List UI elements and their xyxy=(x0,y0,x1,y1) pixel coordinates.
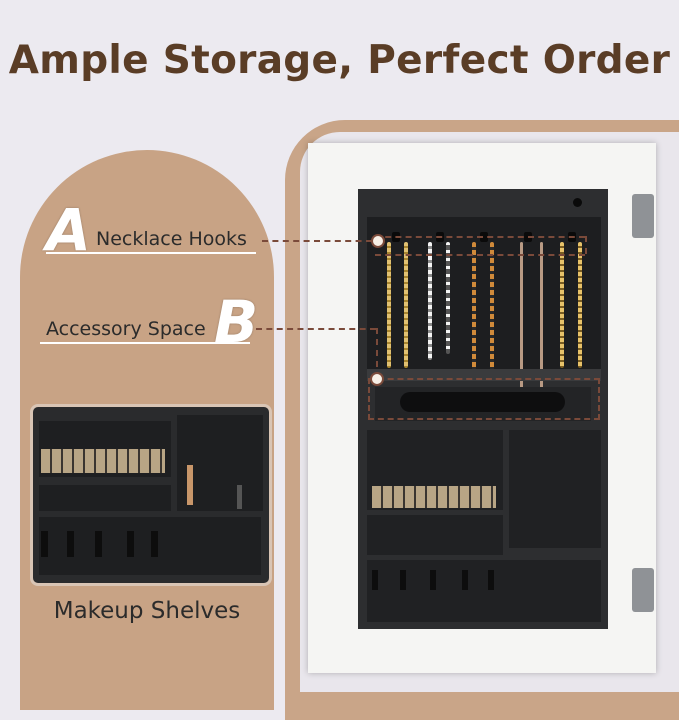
callout-a-label: Necklace Hooks xyxy=(96,228,247,250)
inset-caption: Makeup Shelves xyxy=(53,598,241,624)
necklace xyxy=(472,242,476,370)
necklace xyxy=(578,242,582,368)
callout-a-frame-bottom xyxy=(375,254,585,256)
inset-pencil xyxy=(237,485,242,509)
callout-a-frame-side xyxy=(585,236,587,254)
top-hinge-icon xyxy=(632,194,654,238)
inset-lipstick xyxy=(151,531,158,557)
inset-lipstick xyxy=(67,531,74,557)
callout-b-label: Accessory Space xyxy=(46,318,206,340)
callout-b-dot xyxy=(370,372,384,386)
lock-icon xyxy=(573,198,582,207)
necklace xyxy=(540,242,543,392)
necklace xyxy=(490,242,494,370)
necklace xyxy=(387,242,391,368)
makeup-shelf xyxy=(367,515,503,555)
accessory-slot xyxy=(400,392,565,412)
bottom-hinge-icon xyxy=(632,568,654,612)
inset-shelf xyxy=(39,517,261,575)
callout-a-leader xyxy=(262,240,372,242)
necklace xyxy=(520,242,523,392)
inset-eyeshadow-palette xyxy=(41,449,165,473)
makeup-shelves-inset xyxy=(30,404,272,586)
lipstick xyxy=(462,570,468,590)
inset-shelf xyxy=(39,485,171,511)
callout-b-leader-vertical xyxy=(376,328,378,378)
callout-b-underline xyxy=(40,342,250,344)
inset-lipstick xyxy=(41,531,48,557)
callout-a-frame xyxy=(375,236,585,256)
callout-a-underline xyxy=(46,252,256,254)
necklace xyxy=(428,242,432,360)
callout-b-letter: B xyxy=(214,288,259,356)
inset-lipstick xyxy=(127,531,134,557)
necklace xyxy=(404,242,408,368)
necklace xyxy=(446,242,450,354)
callout-b-frame xyxy=(368,378,600,420)
inset-brush xyxy=(187,465,193,505)
callout-a-dot xyxy=(371,234,385,248)
makeup-shelf xyxy=(509,430,601,548)
lipstick xyxy=(488,570,494,590)
lipstick xyxy=(372,570,378,590)
eyeshadow-palette xyxy=(372,486,496,508)
necklace xyxy=(560,242,564,368)
inset-lipstick xyxy=(95,531,102,557)
lipstick xyxy=(430,570,436,590)
makeup-shelf xyxy=(367,560,601,622)
lipstick xyxy=(400,570,406,590)
page-title: Ample Storage, Perfect Order xyxy=(8,38,671,83)
callout-b-leader xyxy=(256,328,376,330)
